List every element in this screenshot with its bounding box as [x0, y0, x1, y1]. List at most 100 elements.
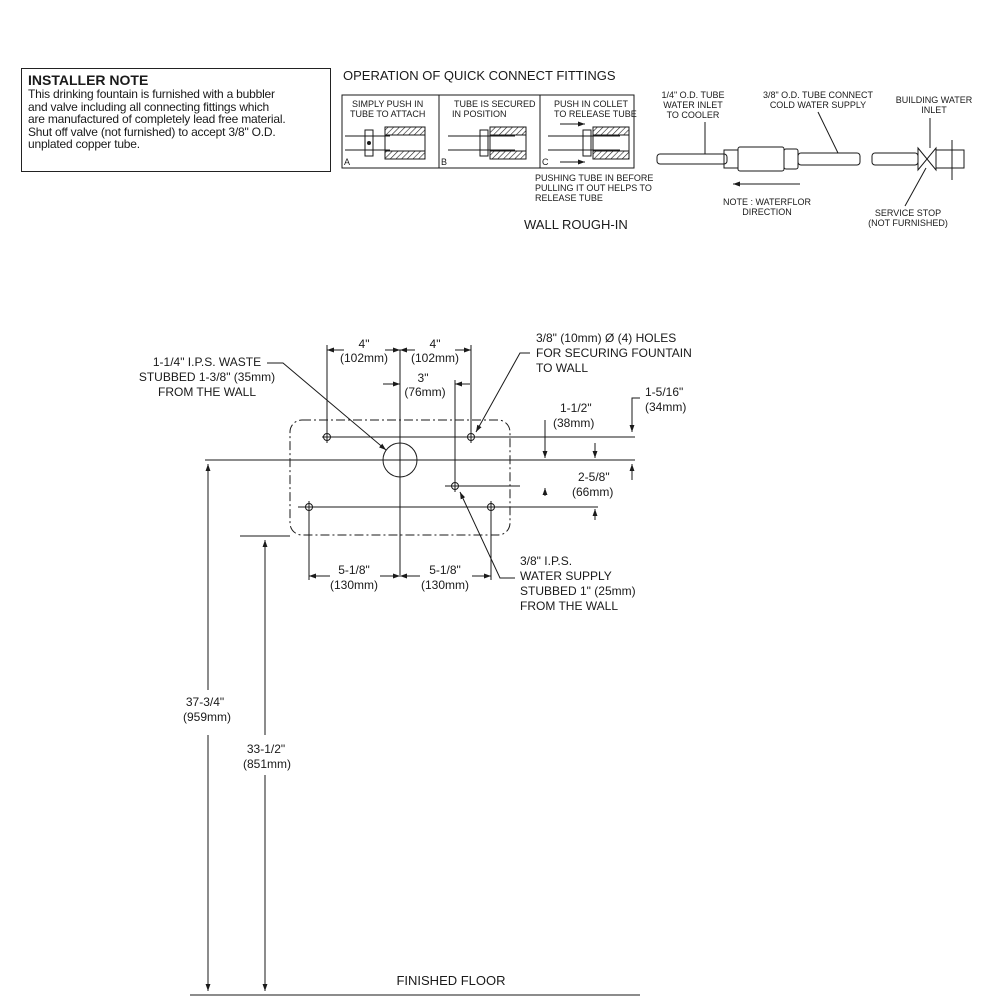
supply-stub-label: FROM THE WALL	[520, 599, 618, 613]
collet	[582, 129, 592, 157]
dim-37-3-4-mm: (959mm)	[183, 710, 231, 724]
wall-rough-in-title: WALL ROUGH-IN	[524, 217, 628, 232]
collet	[479, 129, 489, 157]
dim-5-1-8-left: 5-1/8"	[338, 563, 370, 577]
supply-tube	[871, 152, 919, 166]
dim-33-1-2: 33-1/2"	[247, 742, 285, 756]
dim-1-1-2-mm: (38mm)	[553, 416, 594, 430]
dim-5-1-8-left-mm: (130mm)	[330, 578, 378, 592]
finished-floor-label: FINISHED FLOOR	[396, 973, 505, 988]
dim-2-5-8-mm: (66mm)	[572, 485, 613, 499]
inlet-label: TO COOLER	[667, 110, 720, 120]
mounting-hole	[487, 501, 495, 513]
quick-connect-frame	[341, 94, 635, 169]
three-eighths-tube	[797, 152, 861, 166]
dim-1-1-2: 1-1/2"	[560, 401, 592, 415]
service-stop-valve	[917, 146, 937, 172]
fitting-bore	[592, 134, 630, 152]
quick-connect-title: OPERATION OF QUICK CONNECT FITTINGS	[343, 68, 616, 83]
panel-a: SIMPLY PUSH IN TUBE TO ATTACH A	[344, 99, 426, 167]
supply-stub-label: WATER SUPPLY	[520, 569, 612, 583]
dim-3: 3"	[418, 371, 429, 385]
note-line: This drinking fountain is furnished with…	[28, 87, 275, 101]
dim-4-left: 4"	[359, 337, 370, 351]
push-dot	[367, 141, 371, 145]
note-line: Shut off valve (not furnished) to accept…	[28, 124, 276, 139]
panel-b-text: IN POSITION	[452, 109, 507, 119]
dim-4-left-mm: (102mm)	[340, 351, 388, 365]
panel-b-text: TUBE IS SECURED	[454, 99, 536, 109]
inlet-label: WATER INLET	[663, 100, 723, 110]
rough-in-drawing: 4" (102mm) 4" (102mm) 3" (76mm) 5-1/8" (…	[139, 331, 692, 996]
panel-c: PUSH IN COLLET TO RELEASE TUBE C	[542, 99, 637, 167]
panel-c-text: TO RELEASE TUBE	[554, 109, 637, 119]
flow-note: DIRECTION	[742, 207, 792, 217]
fitting-body	[384, 150, 426, 160]
dim-1-5-16: 1-5/16"	[645, 385, 683, 399]
fitting-body	[384, 126, 426, 136]
inlet-label: 1/4" O.D. TUBE	[661, 90, 724, 100]
dim-4-right: 4"	[430, 337, 441, 351]
service-stop-label: (NOT FURNISHED)	[868, 218, 948, 228]
service-stop-label: SERVICE STOP	[875, 208, 941, 218]
fitting-body	[489, 126, 527, 136]
holes-label: 3/8" (10mm) Ø (4) HOLES	[536, 331, 676, 345]
dim-37-3-4: 37-3/4"	[186, 695, 224, 709]
supply-connection-section: 1/4" O.D. TUBE WATER INLET TO COOLER 3/8…	[656, 90, 973, 228]
connect-label: 3/8" O.D. TUBE CONNECT	[763, 90, 874, 100]
quick-connect-footnote: PULLING IT OUT HELPS TO	[535, 183, 652, 193]
holes-label: TO WALL	[536, 361, 588, 375]
dim-5-1-8-right: 5-1/8"	[429, 563, 461, 577]
building-inlet-label: BUILDING WATER	[896, 95, 973, 105]
building-pipe	[935, 149, 965, 169]
installer-note-text: This drinking fountain is furnished with…	[28, 88, 324, 151]
waste-label: FROM THE WALL	[158, 385, 256, 399]
supply-stub-label: STUBBED 1" (25mm)	[520, 584, 636, 598]
mounting-hole	[467, 431, 475, 443]
quick-connect-fitting	[737, 146, 785, 172]
leader-line	[817, 111, 839, 154]
waste-leader	[267, 362, 387, 451]
waste-outlet	[382, 442, 418, 478]
dim-1-5-16-mm: (34mm)	[645, 400, 686, 414]
mounting-hole	[323, 431, 331, 443]
building-inlet-label: INLET	[921, 105, 947, 115]
fitting-nut	[723, 149, 739, 169]
note-line: are manufactured of completely lead free…	[28, 112, 286, 126]
quick-connect-footnote: PUSHING TUBE IN BEFORE	[535, 173, 653, 183]
fitting-body	[592, 126, 630, 136]
quick-connect-footnote: RELEASE TUBE	[535, 193, 603, 203]
dim-5-1-8-right-mm: (130mm)	[421, 578, 469, 592]
quarter-inch-tube	[656, 153, 728, 165]
waste-label: 1-1/4" I.P.S. WASTE	[153, 355, 261, 369]
dim-2-5-8: 2-5/8"	[578, 470, 610, 484]
panel-b-letter: B	[441, 157, 447, 167]
dim-4-right-mm: (102mm)	[411, 351, 459, 365]
quick-connect-section: OPERATION OF QUICK CONNECT FITTINGS SIMP…	[341, 68, 653, 232]
fitting-collet	[783, 148, 799, 170]
panel-c-text: PUSH IN COLLET	[554, 99, 629, 109]
panel-a-letter: A	[344, 157, 350, 167]
dim-33-1-2-mm: (851mm)	[243, 757, 291, 771]
note-line: and valve including all connecting fitti…	[28, 99, 270, 114]
holes-leader	[475, 352, 530, 433]
panel-b: TUBE IS SECURED IN POSITION B	[441, 99, 536, 167]
installer-note-box: INSTALLER NOTE This drinking fountain is…	[21, 68, 331, 172]
panel-a-text: SIMPLY PUSH IN	[352, 99, 423, 109]
connect-label: COLD WATER SUPPLY	[770, 100, 866, 110]
collet	[364, 129, 374, 157]
dimension-arrow	[629, 397, 640, 432]
holes-label: FOR SECURING FOUNTAIN	[536, 346, 692, 360]
fitting-bore	[384, 134, 426, 152]
mounting-hole	[305, 501, 313, 513]
leader-line	[904, 167, 927, 207]
supply-leader	[459, 491, 515, 579]
panel-a-text: TUBE TO ATTACH	[350, 109, 425, 119]
flow-note: NOTE : WATERFLOR	[723, 197, 812, 207]
fitting-bore	[489, 134, 527, 152]
supply-stub-label: 3/8" I.P.S.	[520, 554, 572, 568]
installer-note-title: INSTALLER NOTE	[28, 72, 149, 88]
note-line: unplated copper tube.	[28, 137, 140, 151]
